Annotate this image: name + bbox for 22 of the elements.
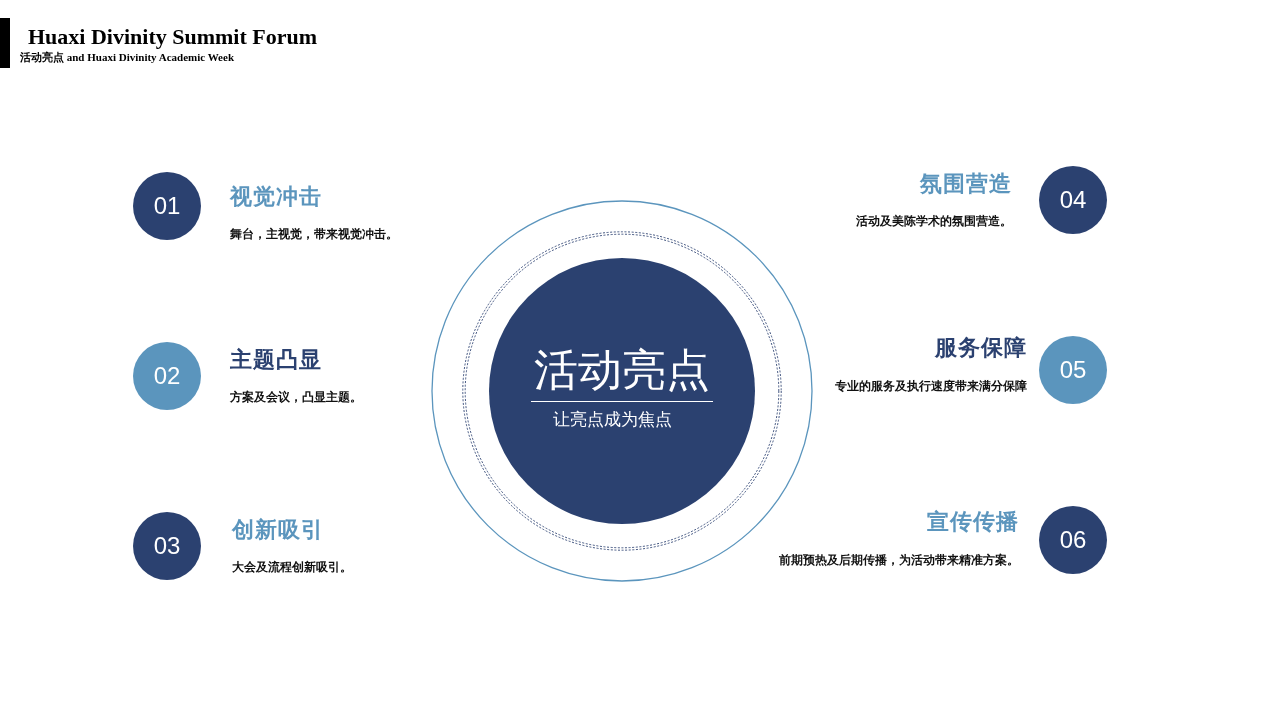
item-heading: 服务保障 [935,335,1027,361]
center-title: 活动亮点 [534,344,710,395]
item-heading: 宣传传播 [927,509,1019,535]
item-description: 方案及会议，凸显主题。 [230,389,362,405]
center-subtitle: 让亮点成为焦点 [552,407,672,430]
number-circle: 01 [133,172,201,240]
item-heading: 氛围营造 [920,171,1012,197]
item-description: 前期预热及后期传播，为活动带来精准方案。 [779,552,1019,568]
item-description: 专业的服务及执行速度带来满分保障 [835,378,1027,394]
item-description: 舞台，主视觉，带来视觉冲击。 [230,226,398,242]
page-title: Huaxi Divinity Summit Forum [28,24,318,50]
number-circle: 05 [1039,336,1107,404]
number-circle: 04 [1039,166,1107,234]
page-subtitle: 活动亮点 and Huaxi Divinity Academic Week [20,51,234,64]
number-circle: 02 [133,342,201,410]
item-description: 活动及美陈学术的氛围营造。 [856,213,1012,229]
item-description: 大会及流程创新吸引。 [232,559,352,575]
item-heading: 视觉冲击 [230,184,322,210]
item-heading: 主题凸显 [230,347,322,373]
number-circle: 03 [133,512,201,580]
item-heading: 创新吸引 [232,517,324,543]
number-circle: 06 [1039,506,1107,574]
